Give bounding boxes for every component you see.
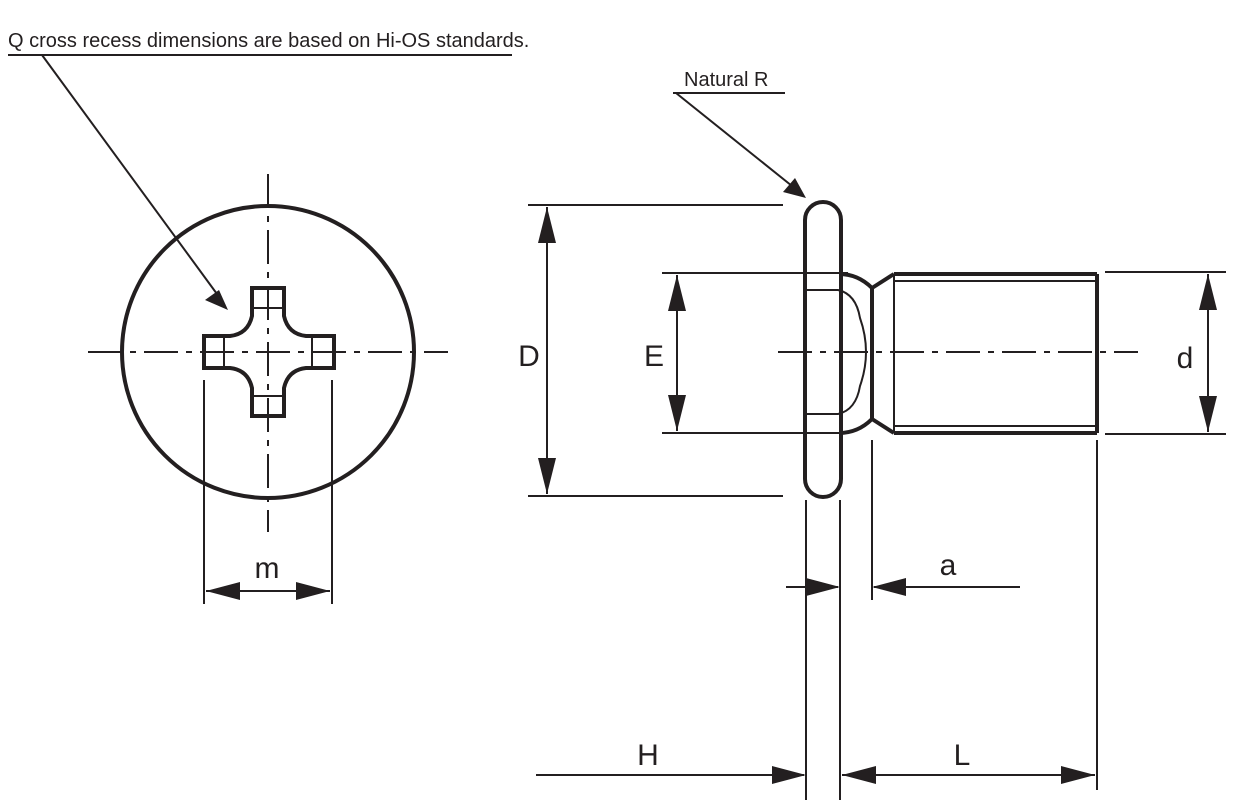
natural-r-leader [675, 92, 793, 187]
E-arrow-bottom [668, 395, 686, 431]
recess-note: Q cross recess dimensions are based on H… [8, 30, 529, 52]
D-arrow-bottom [538, 458, 556, 494]
side-view: D E d a H L [518, 200, 1226, 800]
shank-top [870, 272, 896, 290]
L-arrow-right [1061, 766, 1095, 784]
H-label: H [637, 739, 659, 772]
D-label: D [518, 340, 540, 373]
front-view: m [88, 174, 448, 604]
neck-upper [838, 272, 874, 290]
d-label: d [1177, 342, 1194, 375]
recess-leader [41, 54, 218, 295]
a-arrow-right [872, 578, 906, 596]
H-arrow [772, 766, 806, 784]
a-arrow-left [806, 578, 840, 596]
m-label: m [255, 552, 280, 585]
L-arrow-left [842, 766, 876, 784]
neck-lower [838, 417, 874, 435]
m-arrow-right [296, 582, 330, 600]
E-arrow-top [668, 275, 686, 311]
L-label: L [954, 739, 971, 772]
recess-leader-arrowhead [205, 290, 228, 310]
shank-bottom [870, 417, 896, 435]
D-arrow-top [538, 207, 556, 243]
d-arrow-top [1199, 274, 1217, 310]
E-label: E [644, 340, 664, 373]
head-flange [803, 200, 843, 499]
cross-recess [202, 286, 336, 418]
m-arrow-left [206, 582, 240, 600]
a-label: a [940, 549, 957, 582]
natural-r-note: Natural R [684, 69, 768, 91]
natural-r-leader-arrowhead [783, 178, 806, 198]
d-arrow-bottom [1199, 396, 1217, 432]
